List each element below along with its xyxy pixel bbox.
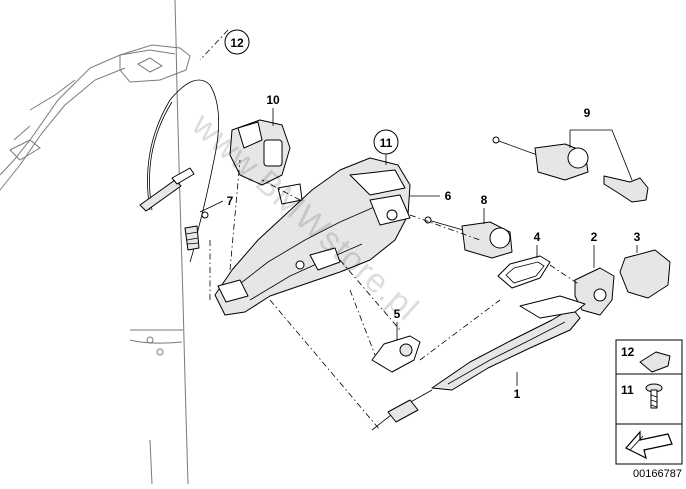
handle-carrier-bracket [214, 157, 411, 316]
callout-4: 4 [534, 230, 541, 258]
callout-8-label: 8 [481, 193, 488, 207]
callout-4-label: 4 [534, 230, 541, 244]
callout-7: 7 [199, 194, 234, 213]
callout-6-label: 6 [445, 189, 452, 203]
callout-9: 9 [569, 106, 633, 181]
outer-door-handle [371, 295, 586, 431]
callout-3: 3 [634, 230, 641, 253]
lock-cylinder-set [492, 136, 649, 203]
part-number: 00166787 [633, 468, 682, 480]
legend-label-12: 12 [621, 345, 635, 359]
assembly-lines [199, 29, 581, 431]
callout-11: 11 [373, 129, 399, 165]
callout-5: 5 [394, 307, 401, 340]
clip-cap-icon [639, 351, 671, 373]
callout-2: 2 [591, 230, 598, 268]
screw-icon [645, 383, 663, 409]
legend-label-11: 11 [621, 383, 634, 397]
callout-2-label: 2 [591, 230, 598, 244]
callout-6: 6 [410, 189, 452, 203]
callout-12: 12 [224, 29, 250, 55]
callout-7-label: 7 [227, 194, 234, 208]
car-door-outline [0, 0, 191, 485]
callout-1: 1 [514, 372, 521, 401]
callout-10: 10 [266, 93, 280, 126]
callout-5-label: 5 [394, 307, 401, 321]
rear-gasket [371, 335, 421, 373]
handle-gasket [497, 255, 551, 289]
end-cap [619, 249, 671, 299]
direction-arrow-icon [625, 430, 673, 460]
lock-mechanism [229, 119, 303, 205]
callout-10-label: 10 [266, 93, 280, 107]
callout-1-label: 1 [514, 387, 521, 401]
lock-cylinder-assembly [424, 216, 513, 259]
bowden-cable [139, 79, 220, 263]
callout-12-label: 12 [230, 36, 244, 50]
small-parts-legend: 12 11 [615, 339, 683, 465]
callout-3-label: 3 [634, 230, 641, 244]
callout-8: 8 [481, 193, 488, 224]
callout-11-label: 11 [380, 136, 393, 150]
cover-cap [574, 267, 615, 316]
callout-9-label: 9 [584, 106, 591, 120]
